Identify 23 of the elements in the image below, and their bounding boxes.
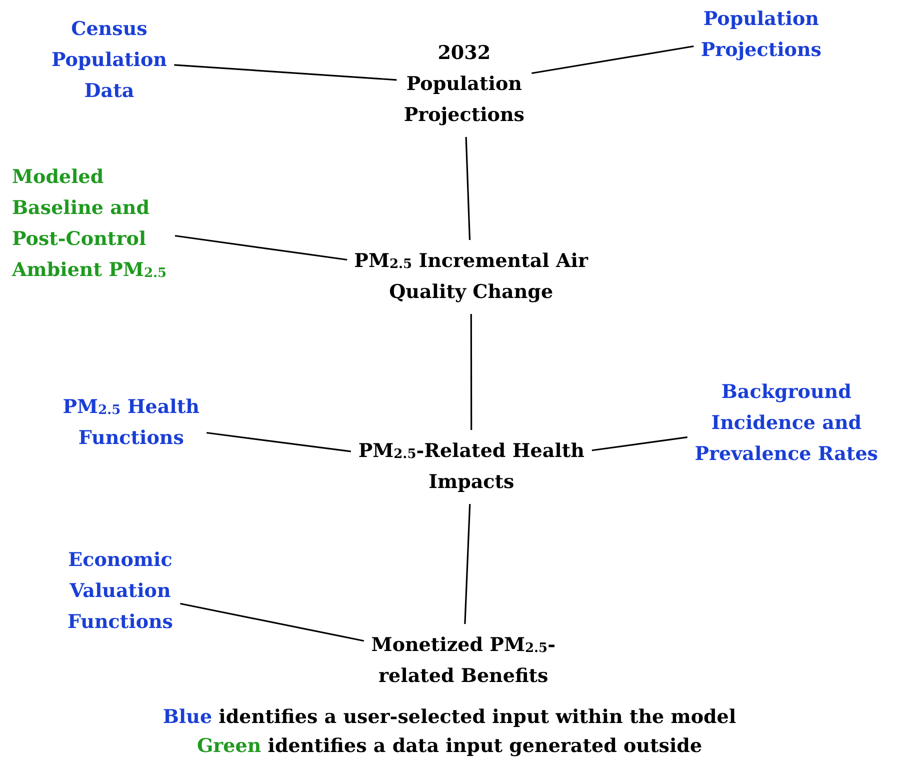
input-label: PM$_{2.5}$ Health Functions [62,392,201,454]
legend-key-word: Blue [162,706,212,728]
process-label: 2032 Population Projections [402,38,526,131]
connector-line [532,45,694,74]
connector-line [174,234,348,261]
process-label: PM$_{2.5}$-Related Health Impacts [356,436,586,498]
connector-line [174,64,397,81]
legend-text: identifies a data input generated outside [266,735,702,757]
process-label: PM$_{2.5}$ Incremental Air Quality Change [353,246,590,308]
input-label: Economic Valuation Functions [66,545,174,638]
connector-line [180,602,364,642]
input-label: Population Projections [700,4,823,66]
connector-line [206,432,351,452]
input-label: Background Incidence and Prevalence Rates [693,377,880,470]
process-label: Monetized PM$_{2.5}$-related Benefits [370,630,557,692]
connector-line [465,136,471,240]
legend-key-word: Green [196,735,262,757]
legend-text: identifies a user-selected input within the model [218,706,736,728]
input-label: Census Population Data [50,14,168,107]
connector-line [464,504,471,624]
input-label: Modeled Baseline and Post-Control Ambient PM$_{2.5}$ [12,162,169,286]
connector-line [470,314,472,430]
connector-line [592,436,688,452]
